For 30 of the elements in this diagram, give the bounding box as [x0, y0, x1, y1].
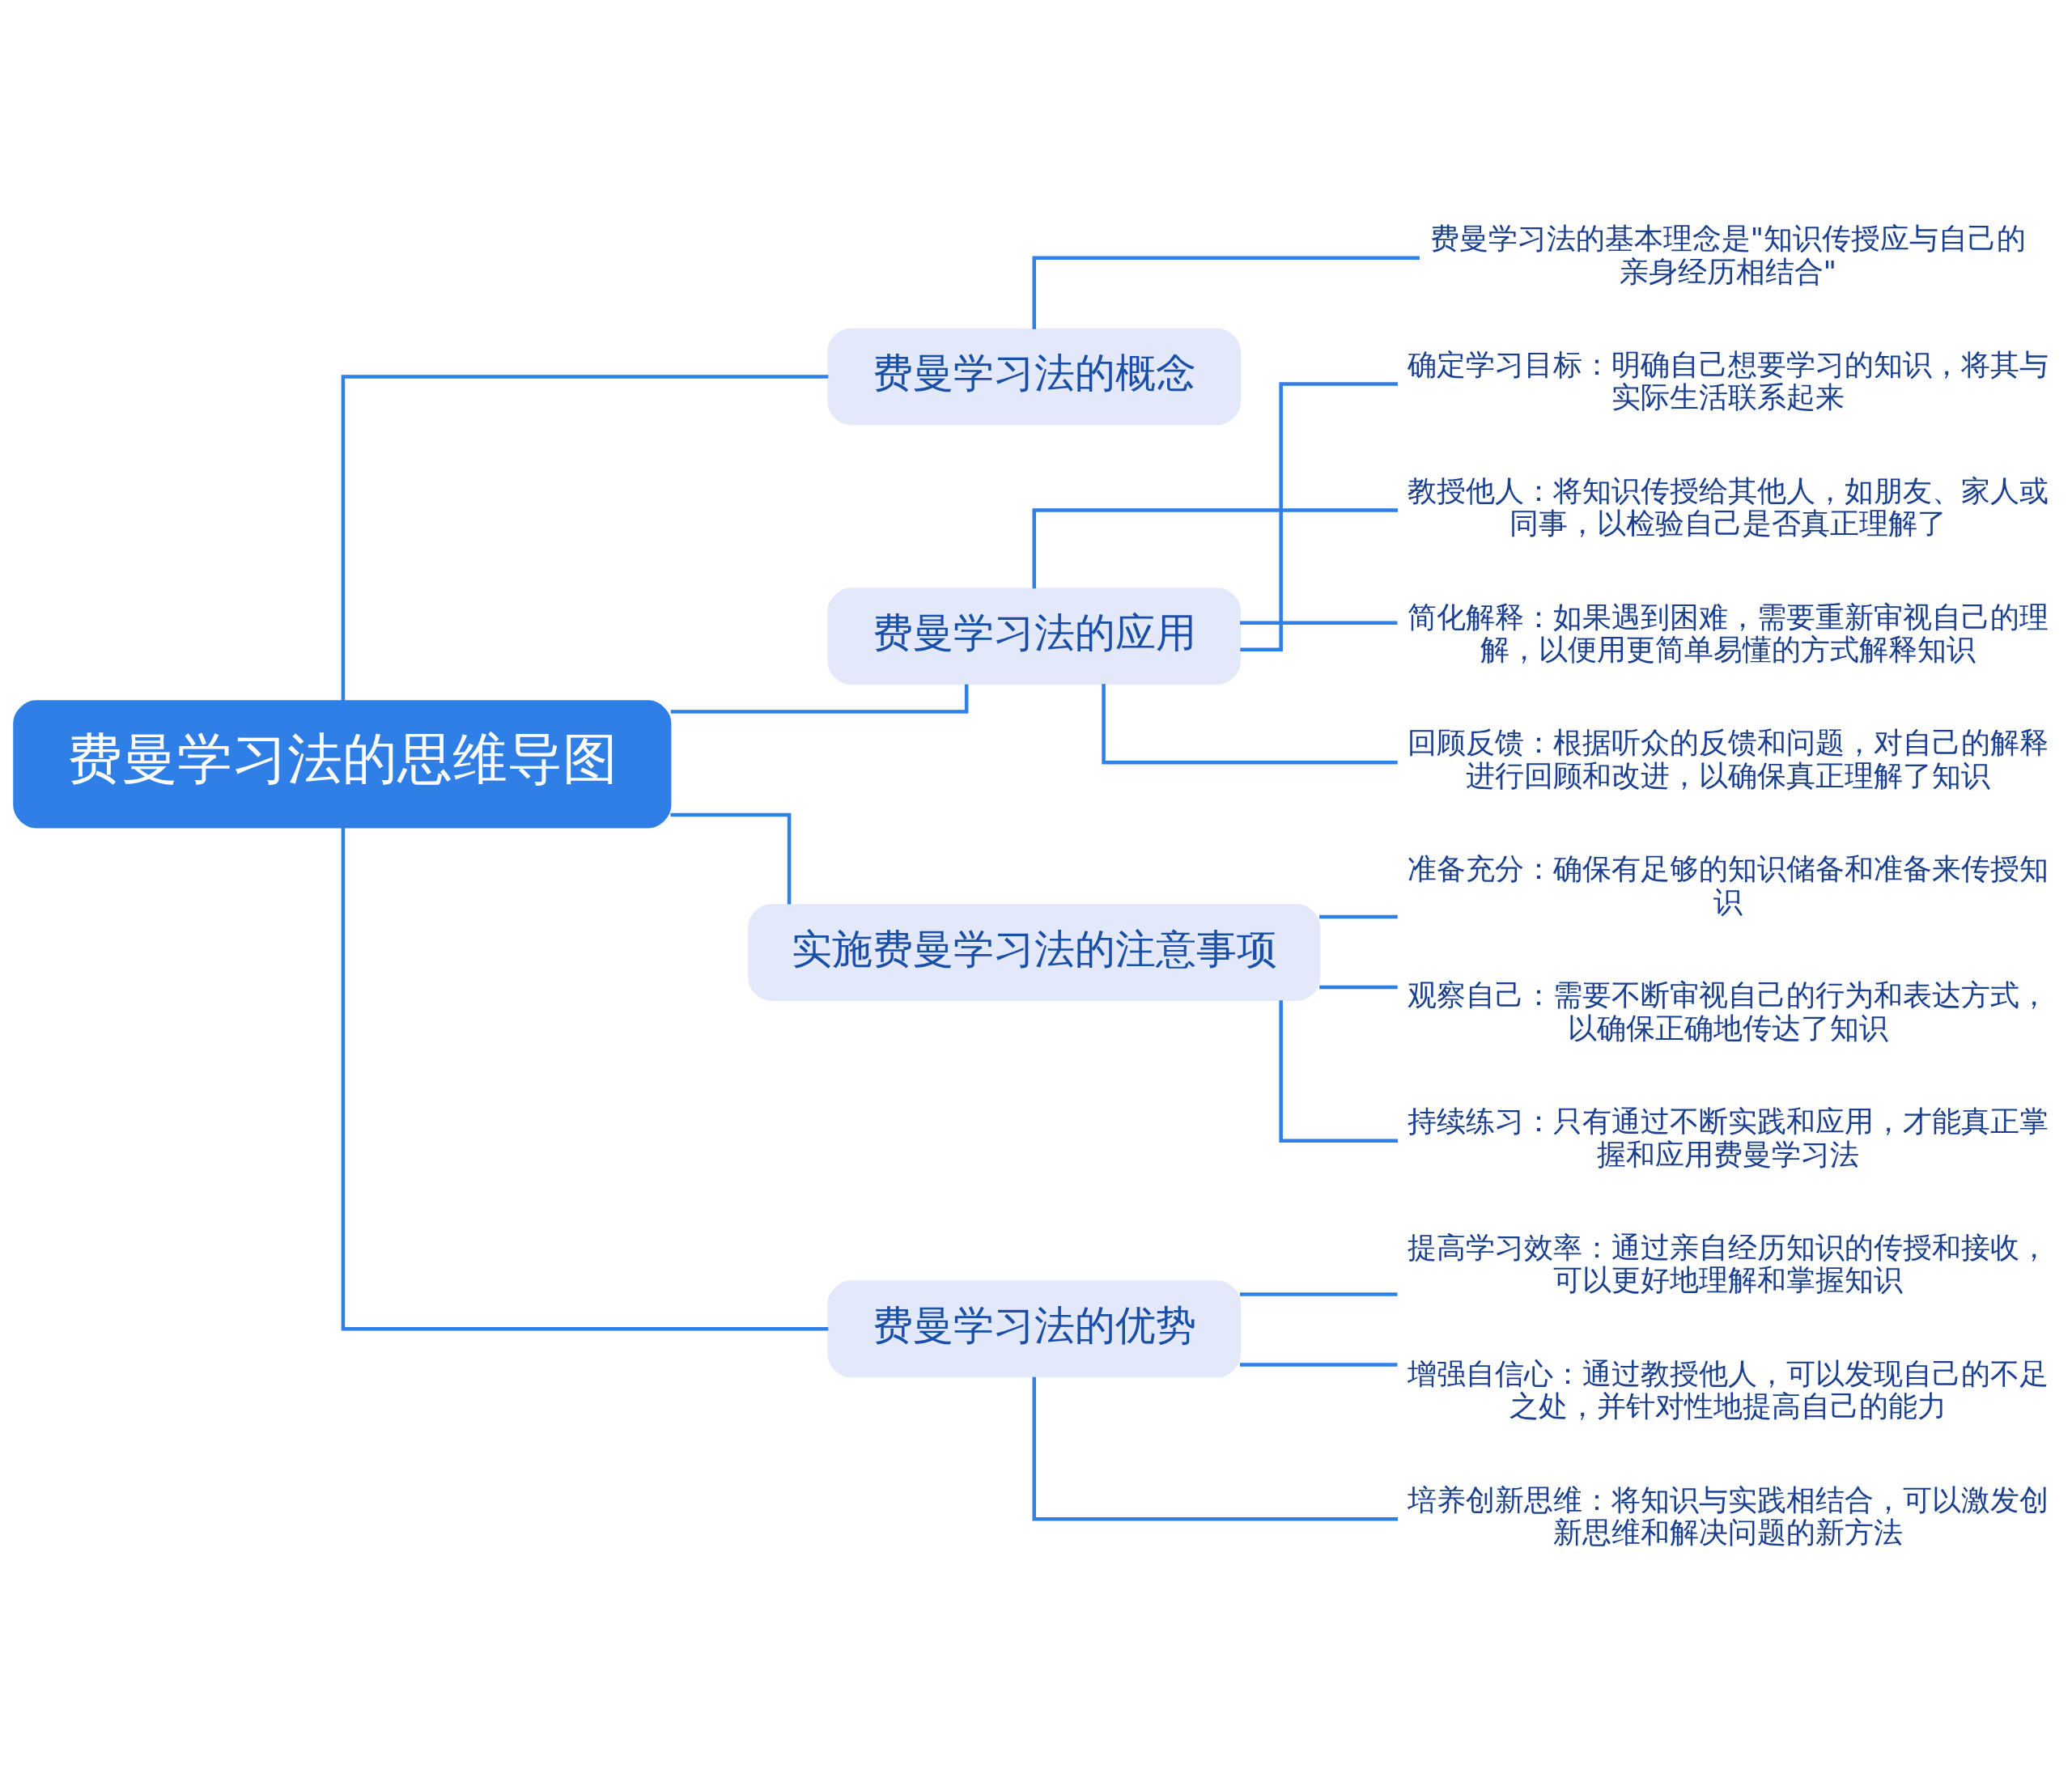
node-text: 观察自己：需要不断审视自己的行为和表达方式，以确保正确地传达了知识: [1407, 978, 2049, 1045]
connector: [1240, 382, 1399, 652]
connector: [1240, 1292, 1398, 1296]
node-box: 费曼学习法的思维导图: [13, 700, 672, 829]
connector: [1032, 256, 1420, 329]
node-text: 持续练习：只有通过不断实践和应用，才能真正掌握和应用费曼学习法: [1407, 1103, 2049, 1172]
node-text: 提高学习效率：通过亲自经历知识的传授和接收，可以更好地理解和掌握知识: [1407, 1229, 2049, 1298]
connector: [1032, 508, 1399, 589]
node-text: 费曼学习法的基本理念是"知识传授应与自己的亲身经历相结合": [1429, 220, 2027, 289]
node-box: 费曼学习法的概念: [827, 328, 1241, 426]
node-text: 准备充分：确保有足够的知识储备和准备来传授知识: [1407, 851, 2049, 919]
connector: [1319, 914, 1398, 919]
connector: [1240, 1363, 1398, 1367]
connector: [1279, 1000, 1399, 1143]
node-box: 费曼学习法的应用: [827, 587, 1241, 685]
node-box: 实施费曼学习法的注意事项: [748, 904, 1321, 1001]
connector: [1319, 985, 1398, 990]
node-text: 培养创新思维：将知识与实践相结合，可以激发创新思维和解决问题的新方法: [1407, 1482, 2049, 1550]
node-text: 简化解释：如果遇到困难，需要重新审视自己的理解，以便用更简单易懂的方式解释知识: [1407, 599, 2049, 668]
connector: [670, 812, 792, 905]
connector: [341, 827, 829, 1331]
node-text: 增强自信心：通过教授他人，可以发现自己的不足之处，并针对性地提高自己的能力: [1407, 1355, 2049, 1424]
connector: [341, 375, 829, 702]
connector: [1032, 1376, 1399, 1521]
connector: [1240, 621, 1398, 625]
node-box: 费曼学习法的优势: [827, 1280, 1241, 1378]
node-text: 回顾反馈：根据听众的反馈和问题，对自己的解释进行回顾和改进，以确保真正理解了知识: [1407, 725, 2049, 794]
node-text: 教授他人：将知识传授给其他人，如朋友、家人或同事，以检验自己是否真正理解了: [1407, 473, 2049, 541]
node-text: 确定学习目标：明确自己想要学习的知识，将其与实际生活联系起来: [1407, 346, 2049, 415]
connector: [1102, 684, 1398, 765]
